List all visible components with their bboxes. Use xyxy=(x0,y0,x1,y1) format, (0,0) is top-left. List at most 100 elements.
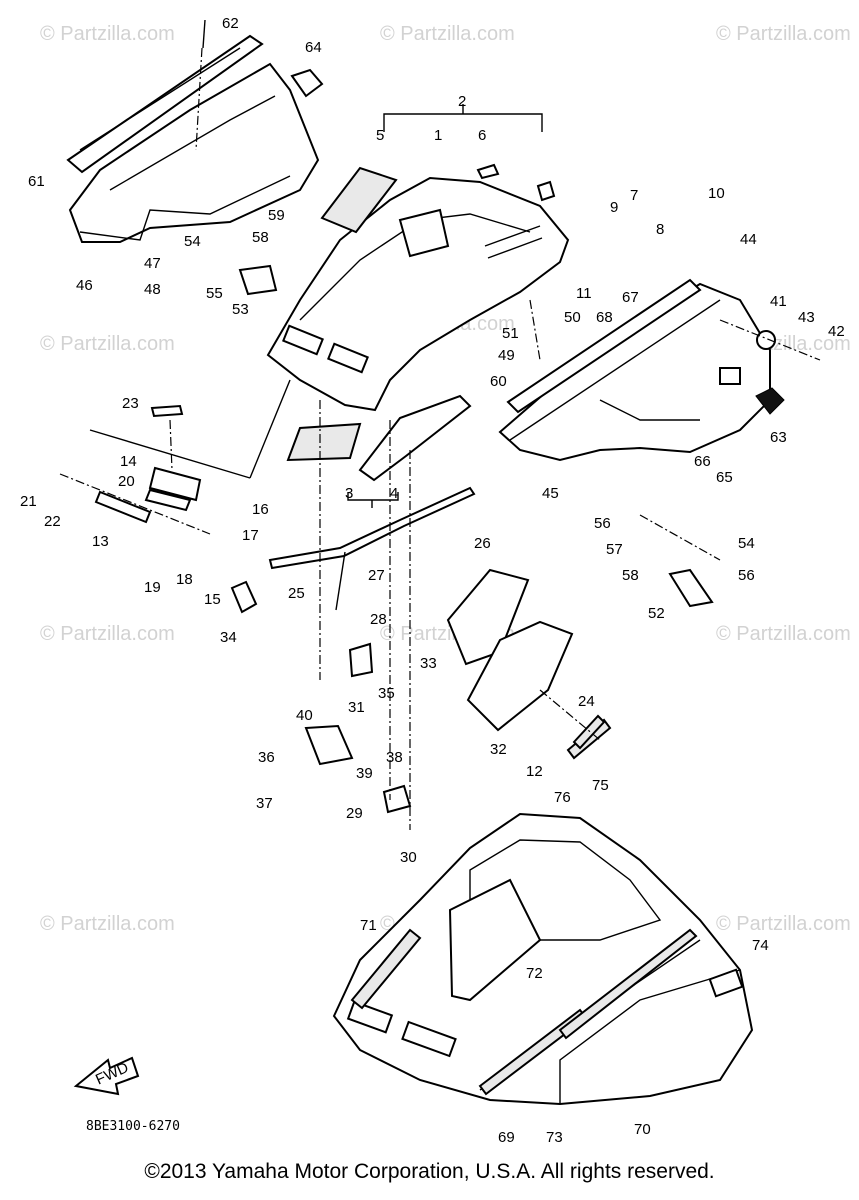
callout-56: 56 xyxy=(594,515,611,532)
callout-37: 37 xyxy=(256,795,273,812)
copyright-notice: ©2013 Yamaha Motor Corporation, U.S.A. A… xyxy=(144,1160,715,1183)
bracket-2 xyxy=(383,104,543,132)
callout-58: 58 xyxy=(622,567,639,584)
watermark-text: © Partzilla.com xyxy=(40,623,175,645)
callout-46: 46 xyxy=(76,277,93,294)
callout-68: 68 xyxy=(596,309,613,326)
callout-9: 9 xyxy=(610,199,618,216)
callout-34: 34 xyxy=(220,629,237,646)
callout-31: 31 xyxy=(348,699,365,716)
callout-4: 4 xyxy=(390,485,398,502)
part-72-panel xyxy=(448,878,542,1002)
part-62-screw xyxy=(202,19,206,49)
callout-19: 19 xyxy=(144,579,161,596)
watermark-text: © Partzilla.com xyxy=(40,23,175,45)
part-63-clip xyxy=(755,387,785,415)
callout-64: 64 xyxy=(305,39,322,56)
fwd-arrow-icon: FWD xyxy=(73,1056,140,1096)
callout-73: 73 xyxy=(546,1129,563,1146)
callout-3: 3 xyxy=(345,485,353,502)
part-52-bracket xyxy=(668,568,714,608)
callout-51: 51 xyxy=(502,325,519,342)
callout-63: 63 xyxy=(770,429,787,446)
part-6-clip-a xyxy=(476,163,500,180)
part-31-hinge xyxy=(348,642,374,678)
callout-75: 75 xyxy=(592,777,609,794)
callout-47: 47 xyxy=(144,255,161,272)
watermark-text: © Partzilla.com xyxy=(716,913,851,935)
callout-48: 48 xyxy=(144,281,161,298)
callout-28: 28 xyxy=(370,611,387,628)
part-41-grommet xyxy=(756,330,776,350)
callout-1: 1 xyxy=(434,127,442,144)
callout-35: 35 xyxy=(378,685,395,702)
diagram-code: 8BE3100-6270 xyxy=(86,1119,180,1134)
callout-57: 57 xyxy=(606,541,623,558)
callout-30: 30 xyxy=(400,849,417,866)
callout-62: 62 xyxy=(222,15,239,32)
callout-20: 20 xyxy=(118,473,135,490)
callout-26: 26 xyxy=(474,535,491,552)
callout-45: 45 xyxy=(542,485,559,502)
callout-18: 18 xyxy=(176,571,193,588)
part-14-lock xyxy=(148,466,202,502)
part-32-tray xyxy=(466,620,574,732)
part-23-plate xyxy=(150,404,184,418)
callout-58: 58 xyxy=(252,229,269,246)
callout-17: 17 xyxy=(242,527,259,544)
callout-11: 11 xyxy=(576,285,592,302)
callout-41: 41 xyxy=(770,293,787,310)
part-45-side-panel xyxy=(498,282,771,462)
callout-59: 59 xyxy=(268,207,285,224)
callout-29: 29 xyxy=(346,805,363,822)
callout-39: 39 xyxy=(356,765,373,782)
part-6-clip-b xyxy=(536,180,556,202)
callout-67: 67 xyxy=(622,289,639,306)
part-33-tray xyxy=(446,568,530,666)
watermark-text: © Partzilla.com xyxy=(716,623,851,645)
part-53-bracket xyxy=(238,264,278,296)
callout-32: 32 xyxy=(490,741,507,758)
callout-54: 54 xyxy=(184,233,201,250)
callout-36: 36 xyxy=(258,749,275,766)
callout-23: 23 xyxy=(122,395,139,412)
callout-49: 49 xyxy=(498,347,515,364)
callout-13: 13 xyxy=(92,533,109,550)
callout-55: 55 xyxy=(206,285,223,302)
callout-74: 74 xyxy=(752,937,769,954)
part-34-bracket xyxy=(230,580,258,614)
part-13-bracket xyxy=(94,490,152,524)
part-60-strip xyxy=(506,278,702,414)
callout-76: 76 xyxy=(554,789,571,806)
callout-53: 53 xyxy=(232,301,249,318)
callout-24: 24 xyxy=(578,693,595,710)
callout-25: 25 xyxy=(288,585,305,602)
callout-6: 6 xyxy=(478,127,486,144)
callout-7: 7 xyxy=(630,187,638,204)
part-5-decal xyxy=(320,166,398,234)
part-4-panel xyxy=(358,394,472,482)
callout-54: 54 xyxy=(738,535,755,552)
watermark-text: © Partzilla.com xyxy=(40,913,175,935)
callout-15: 15 xyxy=(204,591,221,608)
callout-70: 70 xyxy=(634,1121,651,1138)
part-25-cable xyxy=(268,486,476,570)
part-3-decal xyxy=(286,422,362,462)
callout-10: 10 xyxy=(708,185,725,202)
callout-2: 2 xyxy=(458,93,466,110)
part-29-hinge xyxy=(382,784,412,814)
part-1-hood xyxy=(266,176,570,412)
callout-16: 16 xyxy=(252,501,269,518)
callout-65: 65 xyxy=(716,469,733,486)
callout-69: 69 xyxy=(498,1129,515,1146)
callout-42: 42 xyxy=(828,323,845,340)
watermark-text: © Partzilla.com xyxy=(716,23,851,45)
callout-71: 71 xyxy=(360,917,377,934)
part-64-clip xyxy=(290,68,324,98)
part-76-seal xyxy=(572,714,606,750)
callout-12: 12 xyxy=(526,763,543,780)
callout-43: 43 xyxy=(798,309,815,326)
part-46-inner-panel xyxy=(68,62,320,243)
callout-66: 66 xyxy=(694,453,711,470)
